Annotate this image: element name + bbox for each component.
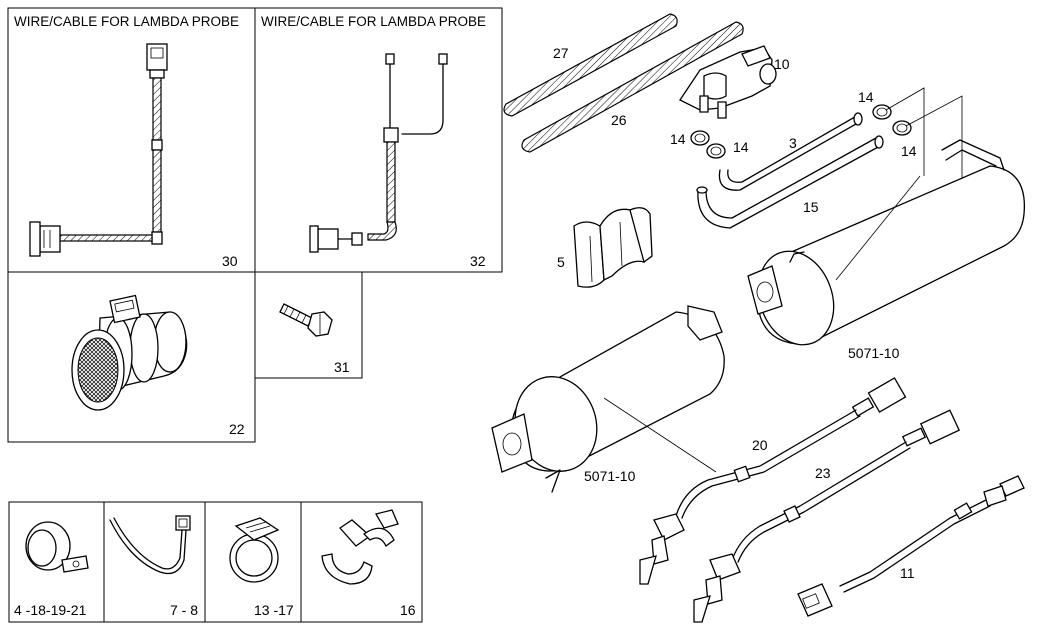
hose-clamp [229,517,280,583]
callout-5071-rear: 5071-10 [848,345,900,361]
hose-clamp-14-b: 14 [706,139,749,159]
callout-20: 20 [752,437,768,453]
screw-panel: 31 [279,303,350,375]
lambda-cable-32 [309,53,448,253]
clip-panel-13: 13 -17 [229,517,294,618]
clip-panel-16-ref: 16 [400,602,416,618]
wire-panel-30: WIRE/CABLE FOR LAMBDA PROBE 30 [14,14,239,269]
screw-ref: 31 [334,359,350,375]
callout-27: 27 [553,45,569,61]
callout-14-c: 14 [858,89,874,105]
protective-sleeve-27: 27 [503,13,678,117]
wire-panel-30-title: WIRE/CABLE FOR LAMBDA PROBE [14,14,239,29]
protective-sleeve-26: 26 [521,21,744,153]
pipe-3: 3 [718,112,863,191]
pipe-15: 15 [696,135,884,229]
airflow-meter-panel: 22 [71,294,245,437]
callout-11: 11 [900,565,915,581]
callout-15: 15 [803,199,819,215]
clip-panel-4: 4 -18-19-21 [14,521,89,618]
cable-tie [109,515,191,575]
rear-muffler: 5071-10 [747,139,1026,361]
assembly-leaders [885,87,963,186]
double-clip [321,509,399,585]
clip-panel-16: 16 [321,509,416,618]
clip-panel-7: 7 - 8 [109,515,198,618]
hose-clamp-14-c: 14 [858,89,892,120]
callout-23: 23 [815,465,831,481]
callout-14-a: 14 [670,131,686,147]
callout-3: 3 [789,135,797,151]
p-clamp [25,521,89,573]
callout-10: 10 [774,56,790,72]
clip-panel-7-ref: 7 - 8 [170,602,198,618]
callout-14-b: 14 [733,139,749,155]
catalytic-converter: 5071-10 [491,305,725,493]
clip-panel-frames [8,501,423,623]
wire-panel-30-ref: 30 [222,253,238,269]
airflow-meter-ref: 22 [229,421,245,437]
pressure-sensor-10: 10 [679,45,790,119]
hose-clamp-14-a: 14 [670,130,710,147]
wire-panel-32-title: WIRE/CABLE FOR LAMBDA PROBE [261,14,486,29]
clip-panel-4-ref: 4 -18-19-21 [14,602,87,618]
hose-clamp-14-d: 14 [892,120,917,159]
lambda-cable-30 [29,43,168,257]
callout-14-d: 14 [901,143,917,159]
screw [279,303,333,337]
callout-5: 5 [557,254,565,270]
clip-panel-13-ref: 13 -17 [254,602,294,618]
wire-panel-32-ref: 32 [470,253,486,269]
temperature-sensor-20: 20 [639,377,907,585]
temperature-sensor-23: 23 [693,409,961,623]
lambda-probe-11: 11 [797,475,1025,617]
airflow-meter [71,294,188,411]
wire-panel-32: WIRE/CABLE FOR LAMBDA PROBE 32 [261,14,486,269]
callout-5071-cat: 5071-10 [584,468,636,484]
panel-frames [7,7,503,443]
callout-26: 26 [611,112,627,128]
heat-shield-5: 5 [557,207,653,288]
